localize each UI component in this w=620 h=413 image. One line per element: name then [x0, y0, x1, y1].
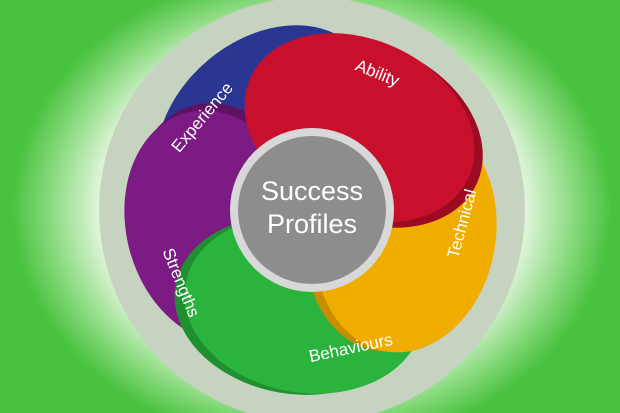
hub-title-line-1: Success — [261, 176, 363, 206]
hub-disc — [238, 136, 386, 284]
hub-title-line-2: Profiles — [267, 209, 357, 239]
hub: Success Profiles — [230, 128, 394, 292]
